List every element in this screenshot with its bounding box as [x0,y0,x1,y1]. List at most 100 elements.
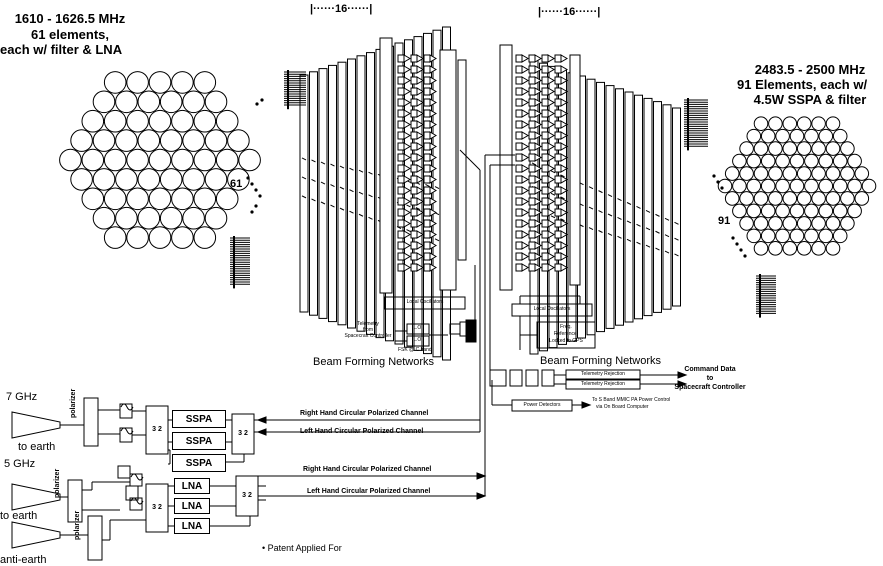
right-amplifier [521,142,529,151]
left-amplifier [416,263,424,272]
right-amplifier-column [499,44,581,291]
left-amplifier [416,109,424,118]
left-array-element [148,226,172,249]
left-array-element [137,90,161,114]
left-amplifier [416,164,424,173]
telemetry-rejection-2: Telemetry Rejection [581,381,625,387]
right-array-element [782,141,798,156]
right-array-element [732,153,747,169]
right-amplifier [534,175,542,184]
right-array-element [753,166,769,181]
left-amplifier [403,120,411,129]
left-amplifier [416,120,424,129]
left-array-element [148,71,172,94]
left-amplifier [429,76,437,85]
right-array-element [760,203,776,219]
right-amplifier [534,65,542,74]
left-array-element [159,168,183,191]
beam-forming-label-right: Beam Forming Networks [540,355,662,367]
left-board [328,64,337,323]
left-array-element [137,129,161,152]
left-amplifier [429,164,437,173]
right-amplifier [560,153,568,162]
to-earth-label-1: to earth [18,441,56,453]
left-amplifier [416,131,424,140]
right-array-element [796,141,812,156]
right-array-element [847,153,862,169]
left-array-element [204,206,228,230]
left-amplifier [416,197,424,206]
left-array-element [171,148,194,172]
right-array-element [768,241,783,256]
lo-label-2: L.O. [413,337,423,343]
left-amplifier [403,164,411,173]
right-array-element [789,228,805,244]
right-amplifier [560,142,568,151]
left-amplifier [429,65,437,74]
right-amplifier [560,186,568,195]
left-amplifier [416,153,424,162]
band-5ghz-label: 5 GHz [4,458,36,470]
left-board [299,74,309,313]
left-amplifier [403,54,411,63]
left-amplifier [429,109,437,118]
right-input-bar [499,44,513,291]
left-array-element [193,187,217,211]
right-array-element [789,178,805,194]
left-amplifier [403,241,411,250]
right-array-element [789,128,805,144]
right-amplifier [547,54,555,63]
left-array-element [59,148,82,172]
left-array-element [92,206,116,230]
left-amplifier [416,76,424,85]
left-array-element [159,206,183,230]
right-array-element [840,141,855,156]
right-array-element [847,178,862,194]
left-amplifier [403,131,411,140]
right-amplifier [534,131,542,140]
right-array-element [782,241,798,256]
right-amplifier [534,252,542,261]
command-data-line-3: Spacecraft Controller [674,384,746,391]
left-array-element [171,71,194,94]
left-amplifier [416,208,424,217]
ellipsis-dots [246,98,747,258]
right-array-elements: 91 Elements, each w/ [737,77,868,92]
right-array-element [818,178,834,194]
left-amplifier [416,54,424,63]
right-array-element [825,241,841,256]
left-array-element [115,168,138,191]
telemetry-rejection-1: Telemetry Rejection [581,371,625,377]
left-amplifier [416,175,424,184]
left-array-element [70,168,93,191]
sspa-box-3: SSPA [172,454,226,472]
left-board [366,52,375,335]
right-amplifier [560,230,568,239]
right-amplifier [521,263,529,272]
left-array-element [115,206,138,230]
left-amplifier [416,142,424,151]
right-array-element [753,191,769,206]
right-array-frequency: 2483.5 - 2500 MHz [754,62,866,77]
right-array-element [796,241,812,256]
right-amplifier [521,98,529,107]
right-amplifier [534,54,542,63]
left-amplifier [429,98,437,107]
left-array-element [92,168,116,191]
hybrid-label-2: 3 2 [238,430,248,437]
right-amplifier [521,76,529,85]
left-amplifier [403,252,411,261]
right-amplifier [560,109,568,118]
right-board [615,88,624,326]
left-board [337,61,347,326]
left-array-element [182,206,205,230]
left-amplifier [429,153,437,162]
left-amplifier [429,241,437,250]
right-amplifier [547,252,555,261]
sspa-box-2: SSPA [172,432,226,450]
left-amplifier [403,109,411,118]
right-array-element [811,141,826,156]
right-amplifier [521,54,529,63]
left-array-element [182,129,205,152]
